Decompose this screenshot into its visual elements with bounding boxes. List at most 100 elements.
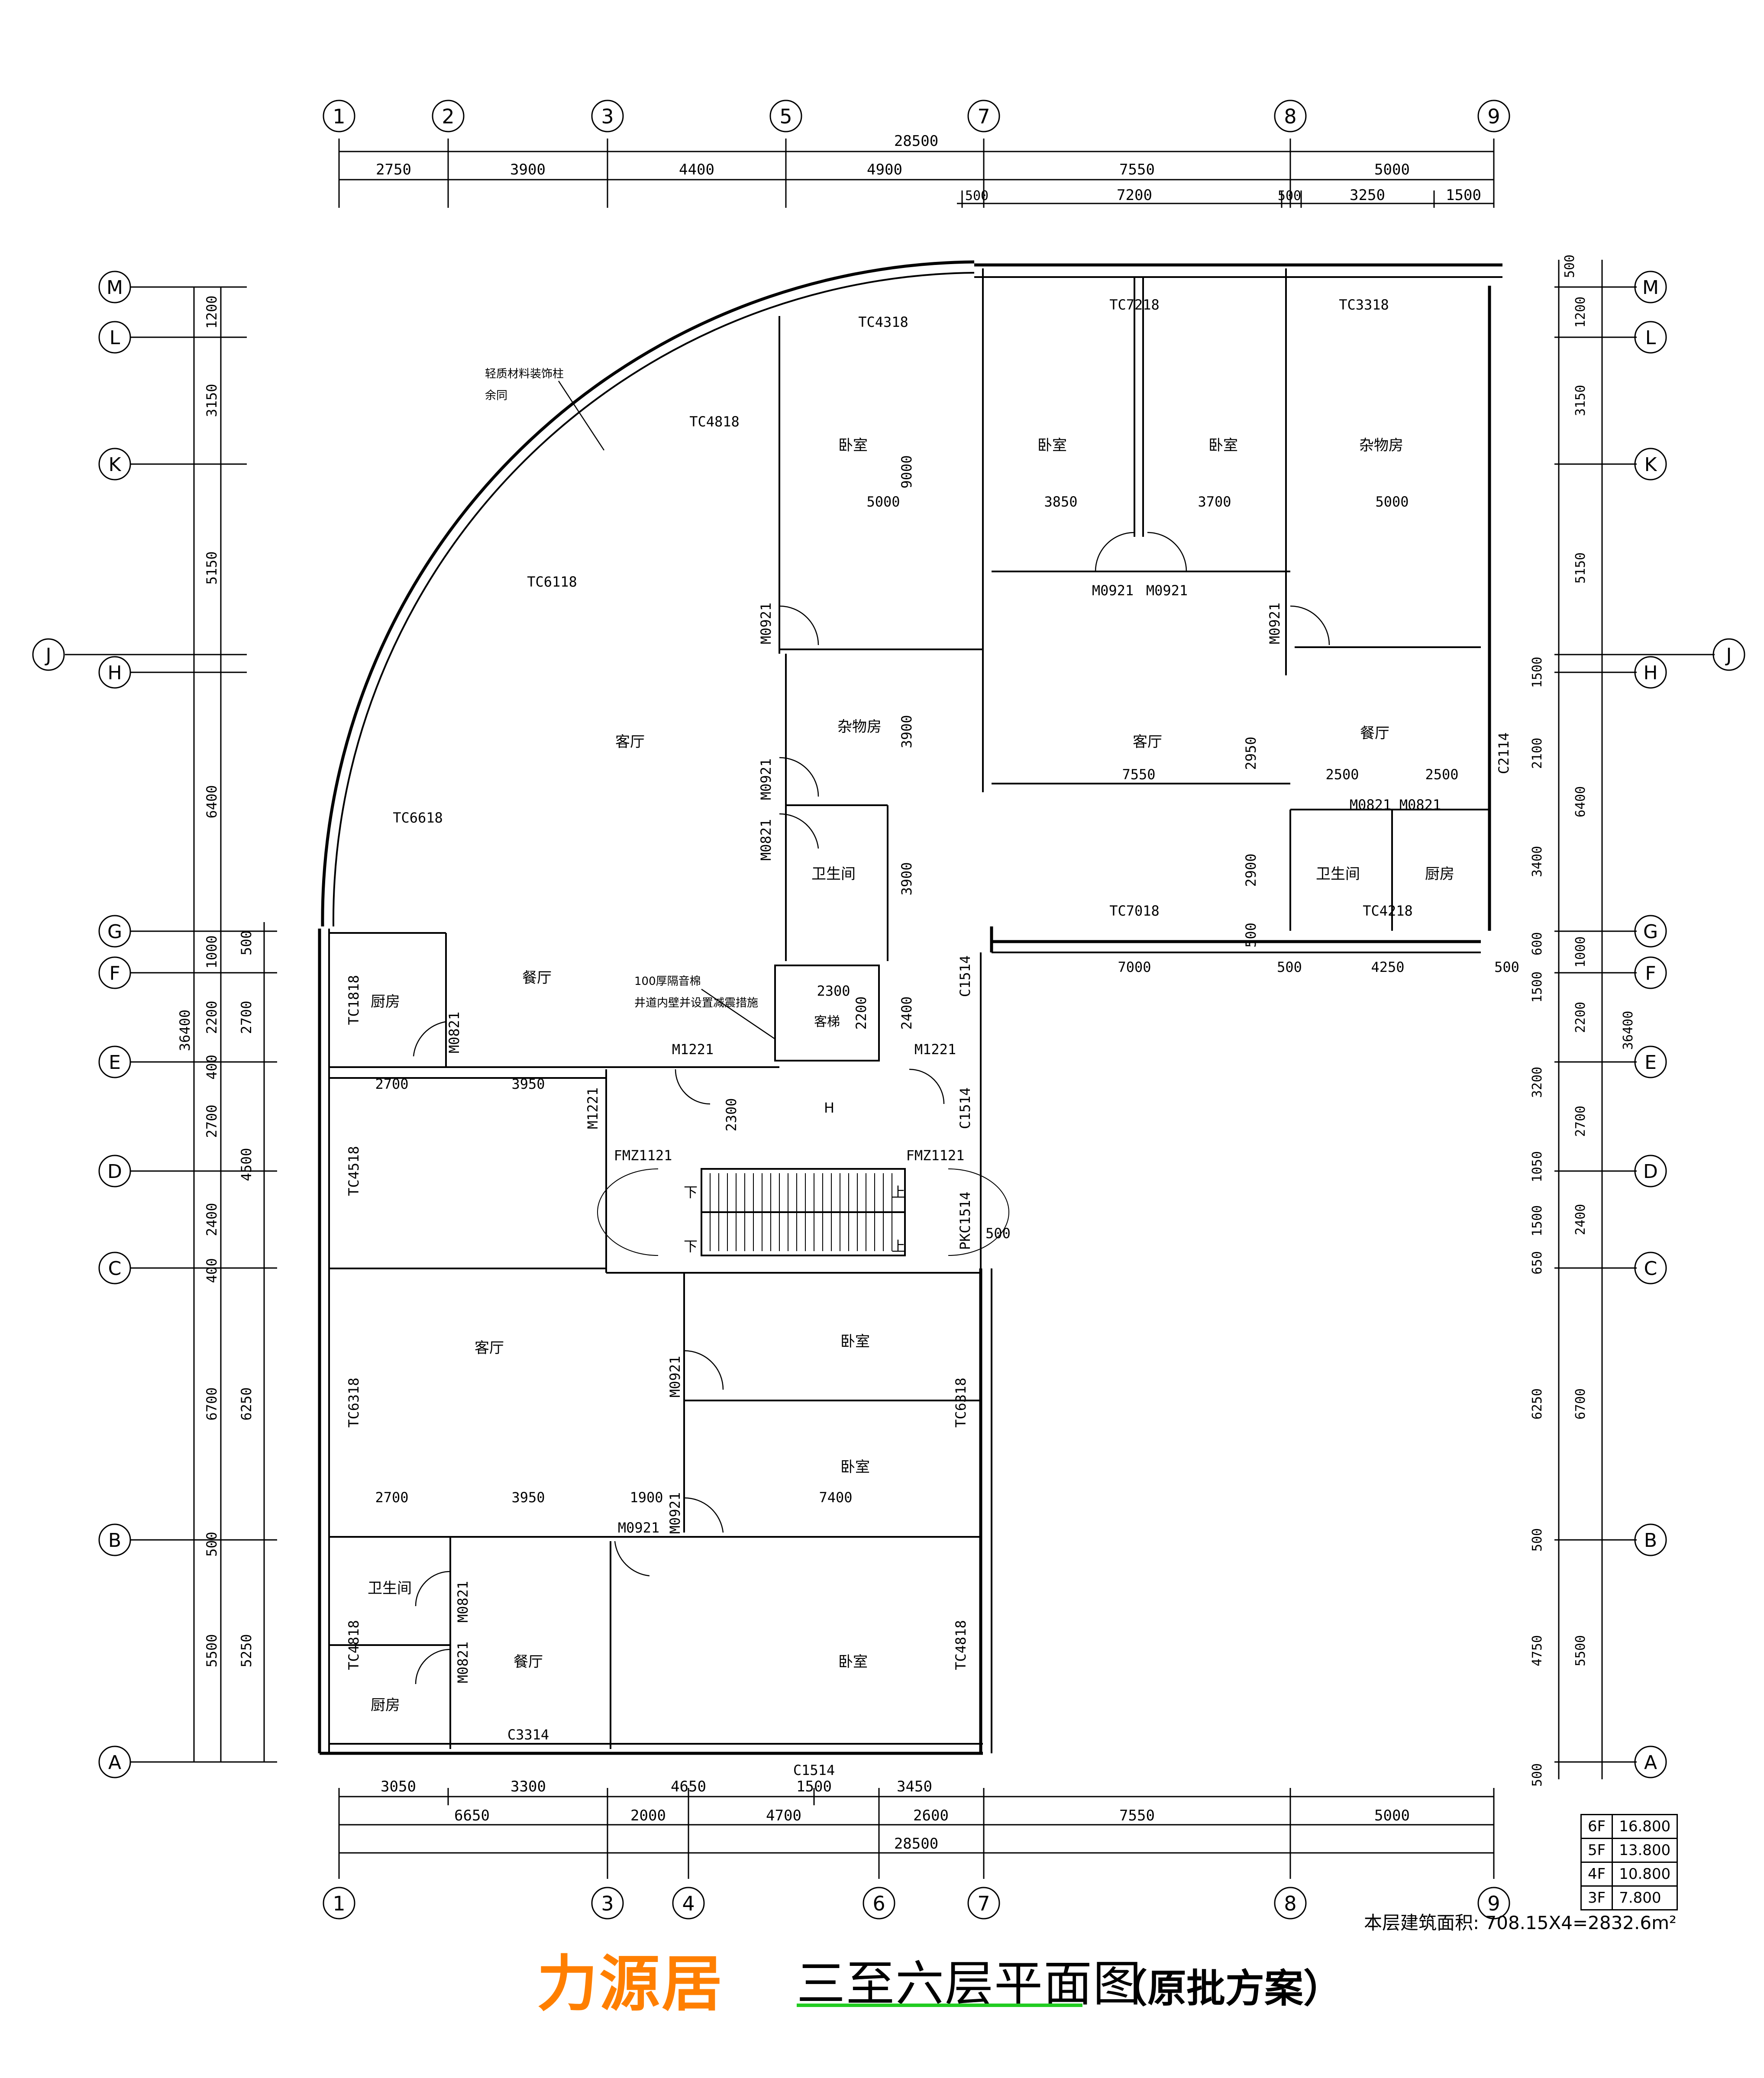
dim: 5000	[866, 494, 900, 510]
axis-label: 8	[1284, 105, 1296, 128]
dim-total: 36400	[177, 1010, 193, 1051]
bottom-dimension-lines	[338, 1788, 1495, 1879]
dim: 6400	[1573, 786, 1588, 817]
dim: 7550	[1122, 766, 1155, 783]
dim: 7550	[1119, 1807, 1155, 1824]
dim: 2750	[376, 161, 411, 178]
dim: 2300	[817, 983, 850, 999]
axis-label: M	[1642, 277, 1659, 299]
door-code: M1221	[914, 1041, 956, 1058]
door-code: FMZ1121	[614, 1147, 672, 1164]
exterior-walls	[318, 260, 1502, 1755]
dim: 2500	[1325, 766, 1359, 783]
dim: 2300	[723, 1098, 740, 1131]
right-dimension-lines	[1554, 260, 1715, 1779]
top-dimension-lines	[338, 139, 1495, 208]
axis-label: G	[107, 921, 122, 943]
room-label: 卫生间	[1316, 865, 1360, 883]
axis-label: H	[107, 662, 122, 684]
dim: 3050	[381, 1778, 416, 1795]
dim: 4900	[867, 161, 902, 178]
door-code: FMZ1121	[906, 1147, 965, 1164]
door-code: M0921	[1146, 582, 1188, 599]
dim: 2200	[853, 996, 869, 1029]
axis-label: 1	[333, 105, 345, 128]
dim: 1050	[1530, 1151, 1545, 1182]
room-label: 杂物房	[1359, 437, 1403, 454]
room-label: 卧室	[1037, 437, 1067, 454]
dim: 3200	[1530, 1067, 1545, 1098]
dim: 2000	[630, 1807, 666, 1824]
window-code: C1514	[957, 1087, 973, 1129]
stair-up-label: 上	[892, 1184, 905, 1200]
room-label: 卧室	[838, 437, 868, 454]
door-code: M0921	[618, 1520, 659, 1536]
room-label: 厨房	[371, 993, 400, 1010]
axis-label: K	[1644, 454, 1657, 476]
inner-dimensions: 5000 3850 3700 5000 9000 3900 3900 2400 …	[375, 455, 1519, 1506]
note-shaft-1: 100厚隔音棉	[634, 975, 701, 988]
dim: 400	[204, 1258, 220, 1283]
stair-down-label: 下	[684, 1238, 698, 1255]
opening-codes: TC4318 TC7218 TC3318 TC4818 TC6118 TC661…	[346, 297, 1512, 1778]
title-underline	[797, 2004, 1082, 2007]
dim: 400	[204, 1055, 220, 1080]
axis-label: 3	[601, 105, 614, 128]
door-code: M1221	[585, 1087, 601, 1129]
dim: 2200	[204, 1000, 220, 1034]
level-floor: 3F	[1580, 1885, 1613, 1910]
axis-label: H	[1643, 662, 1657, 684]
dim: 6700	[1573, 1388, 1588, 1420]
door-code: M0821	[455, 1642, 471, 1683]
room-label: 客厅	[1133, 733, 1162, 751]
dim: 500	[1278, 188, 1301, 203]
dim: 7200	[1117, 187, 1152, 204]
axis-label: 5	[779, 105, 792, 128]
axis-label: M	[107, 277, 123, 299]
axis-label: B	[108, 1529, 121, 1552]
dim: 1500	[796, 1778, 832, 1795]
dim: 500	[1562, 255, 1577, 278]
dim: 7000	[1118, 959, 1151, 975]
window-code: C1514	[793, 1762, 835, 1778]
axis-label: 4	[682, 1892, 695, 1915]
dim: 2950	[1243, 736, 1259, 770]
left-dimension-lines	[65, 286, 277, 1763]
axis-label: C	[108, 1258, 122, 1280]
note-column: 轻质材料装饰柱	[485, 368, 564, 381]
note-column-same: 余同	[485, 389, 507, 402]
door-code: M0821	[455, 1581, 471, 1623]
top-axis-bubbles: 1 2 3 5 7 8 9	[323, 100, 1510, 132]
dim: 2700	[204, 1104, 220, 1138]
room-labels: 卧室 卧室 卧室 杂物房 客厅 杂物房 客厅 餐厅 卫生间 卫生间 厨房 餐厅 …	[368, 437, 1454, 1714]
interior-walls	[329, 268, 1489, 1749]
dim: 3150	[204, 384, 220, 417]
axis-label: 6	[872, 1892, 885, 1915]
axis-label: J	[45, 644, 52, 666]
window-code: TC4818	[953, 1620, 969, 1670]
axis-label: 2	[442, 105, 454, 128]
axis-label: J	[1725, 644, 1732, 666]
axis-label: 7	[977, 105, 990, 128]
dim: 4700	[766, 1807, 801, 1824]
window-code: TC4318	[858, 314, 908, 330]
door-code: M0821	[758, 819, 774, 861]
room-label: 厨房	[371, 1697, 400, 1714]
dim: 6250	[238, 1387, 255, 1420]
dim: 3900	[898, 715, 915, 748]
dim: 3400	[1530, 846, 1545, 877]
window-code: TC7218	[1109, 297, 1160, 313]
dim: 3250	[1350, 187, 1385, 204]
dim: 500	[965, 188, 989, 203]
drawing-title: 三至六层平面图	[797, 1956, 1142, 2012]
axis-label: F	[1645, 962, 1656, 984]
dim: 2700	[375, 1076, 408, 1092]
axis-label: C	[1644, 1258, 1657, 1280]
stair-up-label: 上	[892, 1238, 905, 1255]
window-code: TC6318	[953, 1378, 969, 1428]
level-elev: 13.800	[1612, 1838, 1678, 1863]
dim: 3950	[511, 1489, 545, 1506]
dim: 1200	[204, 295, 220, 329]
